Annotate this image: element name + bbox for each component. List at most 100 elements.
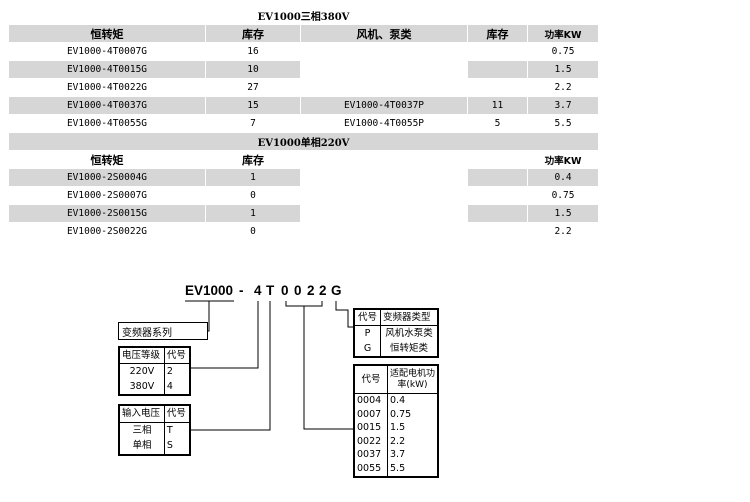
code-header: 代号 bbox=[353, 308, 382, 327]
empty-cell bbox=[300, 204, 468, 223]
power-cell: 2.2 bbox=[526, 222, 600, 241]
power-code: 0015 bbox=[354, 421, 388, 435]
stock-cell: 0 bbox=[205, 186, 301, 205]
section-title: EV1000三相380V bbox=[7, 6, 600, 25]
input-header: 输入电压 bbox=[119, 405, 165, 423]
power-value: 3.7 bbox=[387, 448, 438, 463]
stock-cell: 27 bbox=[205, 78, 301, 97]
col-empty bbox=[300, 150, 468, 169]
stock-cell: 15 bbox=[205, 96, 301, 115]
section-title: EV1000单相220V bbox=[7, 132, 600, 151]
model-cell: EV1000-4T0037G bbox=[8, 96, 206, 115]
code-dash: - bbox=[239, 283, 244, 298]
table-row: EV1000-2S0007G 0 0.75 bbox=[8, 186, 600, 205]
input-code: T bbox=[163, 421, 191, 439]
voltage-code: 4 bbox=[163, 379, 191, 396]
power-cell: 0.75 bbox=[526, 186, 600, 205]
model-cell: EV1000-2S0004G bbox=[8, 168, 206, 187]
table-row: EV1000-4T0022G 27 2.2 bbox=[8, 78, 600, 97]
motor-power-table: 代号 适配电机功率(kW) 0004 0.4 0007 0.75 0015 1.… bbox=[353, 364, 439, 478]
power-code: 0022 bbox=[354, 434, 388, 449]
column-header-row: 恒转矩 库存 风机、泵类 库存 功率KW bbox=[8, 24, 600, 43]
stock-cell: 7 bbox=[205, 114, 301, 133]
model-cell: EV1000-4T0022G bbox=[8, 78, 206, 97]
power-value: 1.5 bbox=[387, 421, 438, 435]
model-cell: EV1000-4T0015G bbox=[8, 60, 206, 79]
col-constant-torque: 恒转矩 bbox=[8, 150, 206, 169]
power-cell: 1.5 bbox=[526, 60, 600, 79]
empty-cell bbox=[467, 204, 528, 223]
table-row: EV1000-4T0007G 16 0.75 bbox=[8, 42, 600, 61]
power-code: 0055 bbox=[354, 462, 388, 478]
fp-model-cell bbox=[300, 42, 468, 61]
voltage-code: 2 bbox=[163, 363, 191, 380]
power-value: 0.75 bbox=[387, 407, 438, 422]
type-code: G bbox=[353, 341, 382, 358]
power-cell: 3.7 bbox=[526, 96, 600, 115]
model-code-diagram: EV1000 - 4 T 0 0 2 2 G 变频器系列 电压等级 代号 220… bbox=[0, 270, 750, 502]
voltage-header: 电压等级 bbox=[119, 346, 165, 365]
col-empty bbox=[467, 150, 528, 169]
empty-cell bbox=[467, 222, 528, 241]
model-cell: EV1000-2S0007G bbox=[8, 186, 206, 205]
stock-cell: 0 bbox=[205, 222, 301, 241]
empty-cell bbox=[467, 168, 528, 187]
col-stock2: 库存 bbox=[467, 24, 528, 43]
code-header: 代号 bbox=[163, 346, 191, 365]
fp-model-cell bbox=[300, 60, 468, 79]
col-stock: 库存 bbox=[205, 24, 301, 43]
fp-stock-cell: 5 bbox=[467, 114, 528, 133]
voltage-value: 380V bbox=[119, 379, 165, 396]
model-cell: EV1000-2S0022G bbox=[8, 222, 206, 241]
empty-cell bbox=[467, 186, 528, 205]
type-code: P bbox=[353, 325, 382, 342]
power-value: 5.5 bbox=[387, 462, 438, 478]
power-cell: 1.5 bbox=[526, 204, 600, 223]
type-name: 恒转矩类 bbox=[380, 341, 438, 358]
table-row: EV1000-4T0015G 10 1.5 bbox=[8, 60, 600, 79]
empty-cell bbox=[300, 222, 468, 241]
inverter-type-table: 代号 变频器类型 P 风机水泵类 G 恒转矩类 bbox=[353, 308, 439, 358]
fp-stock-cell bbox=[467, 78, 528, 97]
stock-cell: 1 bbox=[205, 204, 301, 223]
code-power-char: 0 bbox=[294, 283, 302, 298]
code-power-char: 2 bbox=[307, 283, 315, 298]
section-header-220v: EV1000单相220V bbox=[7, 132, 600, 151]
power-value: 0.4 bbox=[387, 392, 438, 408]
power-cell: 2.2 bbox=[526, 78, 600, 97]
stock-cell: 1 bbox=[205, 168, 301, 187]
table-row: EV1000-2S0004G 1 0.4 bbox=[8, 168, 600, 187]
empty-cell bbox=[300, 168, 468, 187]
fp-model-cell: EV1000-4T0055P bbox=[300, 114, 468, 133]
table-row: EV1000-2S0022G 0 2.2 bbox=[8, 222, 600, 241]
series-label: 变频器系列 bbox=[118, 322, 208, 340]
model-cell: EV1000-4T0055G bbox=[8, 114, 206, 133]
power-cell: 5.5 bbox=[526, 114, 600, 133]
code-voltage-char: 4 bbox=[254, 283, 262, 298]
power-code: 0007 bbox=[354, 407, 388, 422]
table-row: EV1000-4T0055G 7 EV1000-4T0055P 5 5.5 bbox=[8, 114, 600, 133]
column-header-row: 恒转矩 库存 功率KW bbox=[8, 150, 600, 169]
power-value: 2.2 bbox=[387, 434, 438, 449]
col-power: 功率KW bbox=[526, 150, 600, 169]
table-row: EV1000-4T0037G 15 EV1000-4T0037P 11 3.7 bbox=[8, 96, 600, 115]
code-header: 代号 bbox=[354, 365, 388, 394]
stock-cell: 10 bbox=[205, 60, 301, 79]
power-header: 适配电机功率(kW) bbox=[387, 365, 438, 394]
code-type-char: G bbox=[331, 283, 342, 298]
power-cell: 0.4 bbox=[526, 168, 600, 187]
input-value: 三相 bbox=[119, 421, 165, 439]
empty-cell bbox=[300, 186, 468, 205]
connector-lines bbox=[185, 300, 353, 431]
col-stock: 库存 bbox=[205, 150, 301, 169]
model-cell: EV1000-2S0015G bbox=[8, 204, 206, 223]
fp-model-cell bbox=[300, 78, 468, 97]
code-power-char: 2 bbox=[319, 283, 327, 298]
col-fan-pump: 风机、泵类 bbox=[300, 24, 468, 43]
code-power-char: 0 bbox=[281, 283, 289, 298]
fp-stock-cell: 11 bbox=[467, 96, 528, 115]
voltage-table: 电压等级 代号 220V 2 380V 4 bbox=[118, 346, 191, 396]
section-header-380v: EV1000三相380V bbox=[7, 6, 600, 25]
input-voltage-table: 输入电压 代号 三相 T 单相 S bbox=[118, 404, 191, 456]
table-row: EV1000-2S0015G 1 1.5 bbox=[8, 204, 600, 223]
